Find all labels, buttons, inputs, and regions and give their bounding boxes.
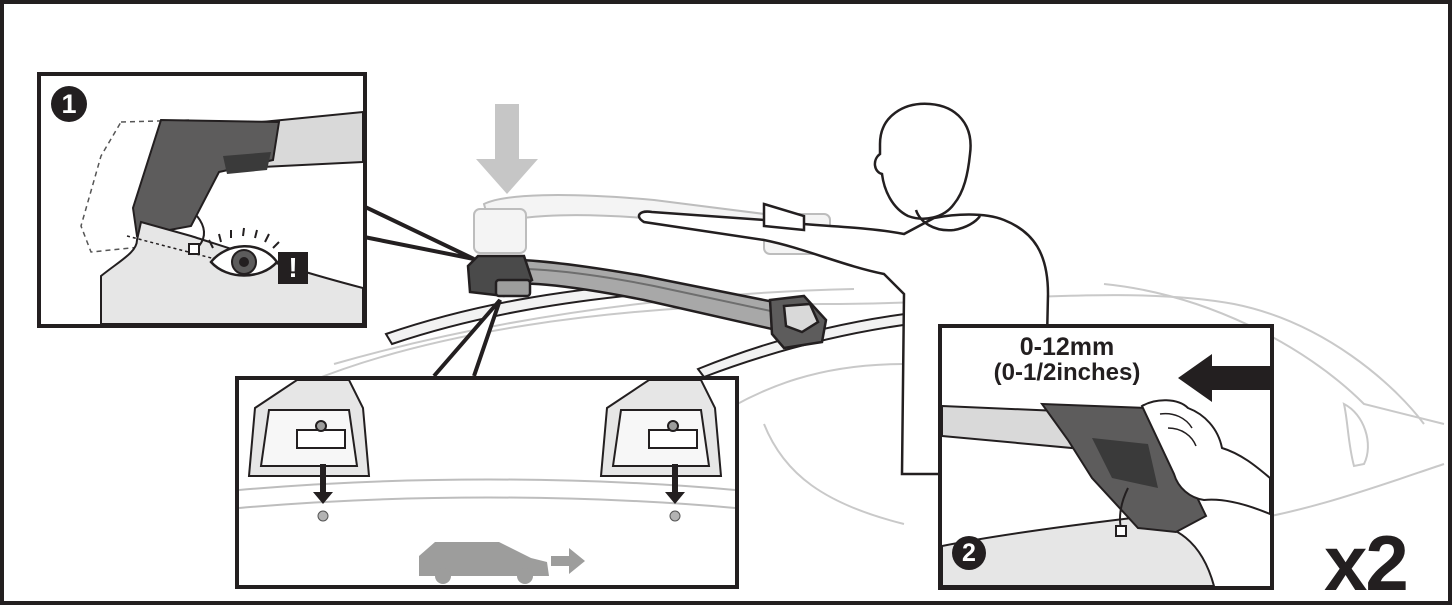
measurement-imperial: (0-1/2inches) [962, 360, 1172, 385]
exclamation-icon: ! [278, 252, 308, 284]
step-2-detail-panel: 0-12mm (0-1/2inches) 2 [938, 324, 1274, 590]
step-1-detail-panel: 1 ! [37, 72, 367, 328]
gap-measurement: 0-12mm (0-1/2inches) [962, 334, 1172, 385]
foot-alignment-panel [235, 376, 739, 589]
step-1-badge: 1 [51, 86, 87, 122]
foot-alignment-illustration [239, 380, 735, 585]
step-2-badge: 2 [952, 536, 986, 570]
step-1-illustration [41, 76, 363, 324]
quantity-multiplier: x2 [1324, 524, 1407, 602]
measurement-metric: 0-12mm [962, 334, 1172, 360]
